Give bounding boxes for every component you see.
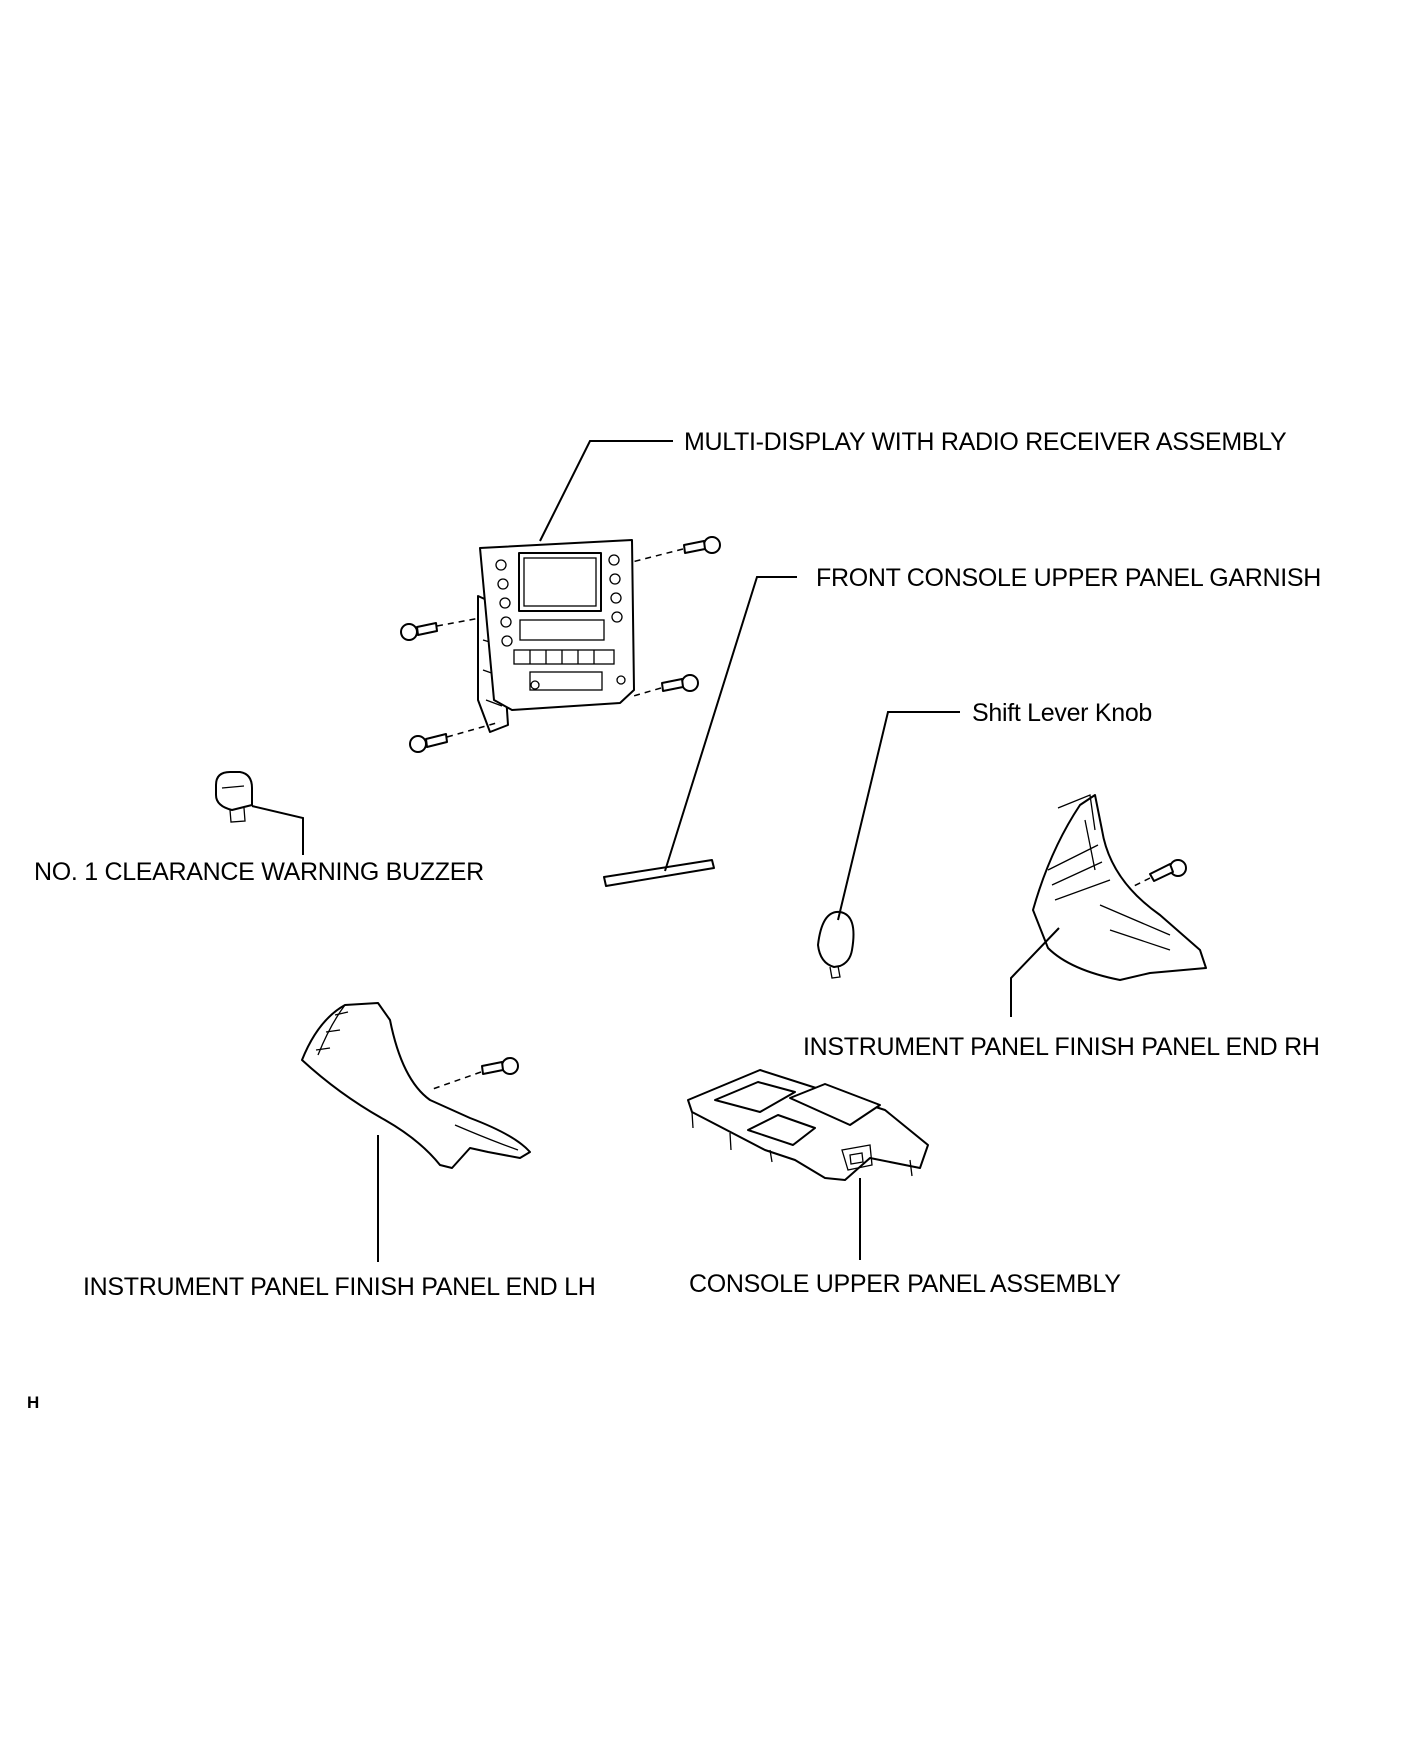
bolt-icon <box>409 733 448 753</box>
bolt-icon <box>683 536 721 554</box>
label-clearance-buzzer: NO. 1 CLEARANCE WARNING BUZZER <box>34 858 484 886</box>
label-finish-panel-rh: INSTRUMENT PANEL FINISH PANEL END RH <box>803 1033 1320 1061</box>
buzzer-icon <box>215 771 253 823</box>
label-shift-lever-knob: Shift Lever Knob <box>972 699 1153 727</box>
garnish-strip-icon <box>603 859 715 887</box>
bolt-icon <box>481 1057 519 1075</box>
shift-knob-icon <box>817 910 855 979</box>
finish-panel-lh-icon <box>301 1002 531 1169</box>
multi-display-unit-icon <box>477 539 635 733</box>
console-panel-icon <box>687 1069 929 1181</box>
label-front-console-garnish: FRONT CONSOLE UPPER PANEL GARNISH <box>816 564 1322 592</box>
label-multi-display: MULTI-DISPLAY WITH RADIO RECEIVER ASSEMB… <box>684 428 1287 456</box>
bolt-icon <box>1149 859 1187 882</box>
finish-panel-rh-icon <box>1032 794 1207 981</box>
bolt-icon <box>400 622 438 641</box>
label-console-upper-panel: CONSOLE UPPER PANEL ASSEMBLY <box>689 1270 1121 1298</box>
bolt-icon <box>661 674 699 692</box>
corner-mark: H <box>27 1393 40 1412</box>
label-finish-panel-lh: INSTRUMENT PANEL FINISH PANEL END LH <box>83 1273 596 1301</box>
